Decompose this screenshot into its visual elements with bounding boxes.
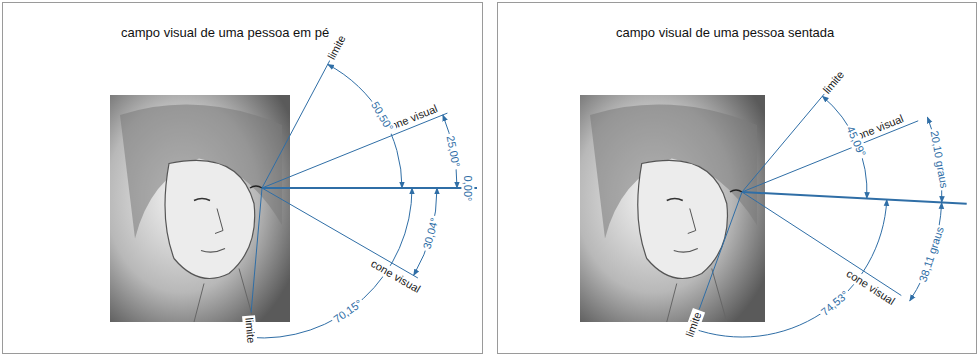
sight-line (742, 92, 826, 192)
sight-line (699, 192, 742, 310)
angle-label: 30,04° (420, 214, 442, 252)
angle-label: 38,11 graus (916, 223, 947, 285)
face-outline (165, 160, 255, 278)
portrait-photo (110, 95, 290, 322)
angle-label: 0,00° (462, 173, 475, 203)
panel-title: campo visual de uma pessoa em pé (121, 25, 329, 40)
mouth-sketch (201, 249, 225, 253)
line-label: limite (242, 315, 258, 346)
sight-line (742, 121, 918, 192)
eye-sketch (667, 199, 683, 201)
sight-line (262, 187, 477, 189)
portrait-photo (580, 95, 765, 322)
angle-label: 25,00° (443, 132, 463, 170)
angle-label: 20,10 graus (927, 127, 951, 190)
angle-label: 50,50° (367, 97, 397, 134)
neck-sketch (194, 269, 254, 323)
eye-sketch (194, 199, 210, 201)
sight-line (742, 192, 967, 204)
face-outline (638, 160, 728, 278)
nose-sketch (215, 209, 223, 234)
mouth-sketch (674, 249, 698, 253)
angle-label: 70,15° (330, 295, 367, 326)
angle-arc (692, 200, 886, 337)
sight-line (262, 188, 418, 278)
sight-line (262, 113, 447, 188)
angle-label: 74,53° (817, 286, 853, 319)
line-label: limite (819, 66, 848, 97)
sight-line (262, 56, 332, 188)
panel-frame: campo visual de uma pessoa sentada (497, 2, 977, 354)
nose-sketch (688, 209, 696, 234)
line-label: cone visual (367, 256, 425, 297)
angle-arc (328, 64, 402, 188)
sight-line (251, 188, 262, 313)
eye-sketch (250, 186, 262, 188)
eye-sketch (730, 190, 742, 192)
panel-title: campo visual de uma pessoa sentada (616, 25, 834, 40)
panel-frame: campo visual de uma pessoa em pé (2, 2, 483, 354)
angle-arc (249, 188, 412, 338)
